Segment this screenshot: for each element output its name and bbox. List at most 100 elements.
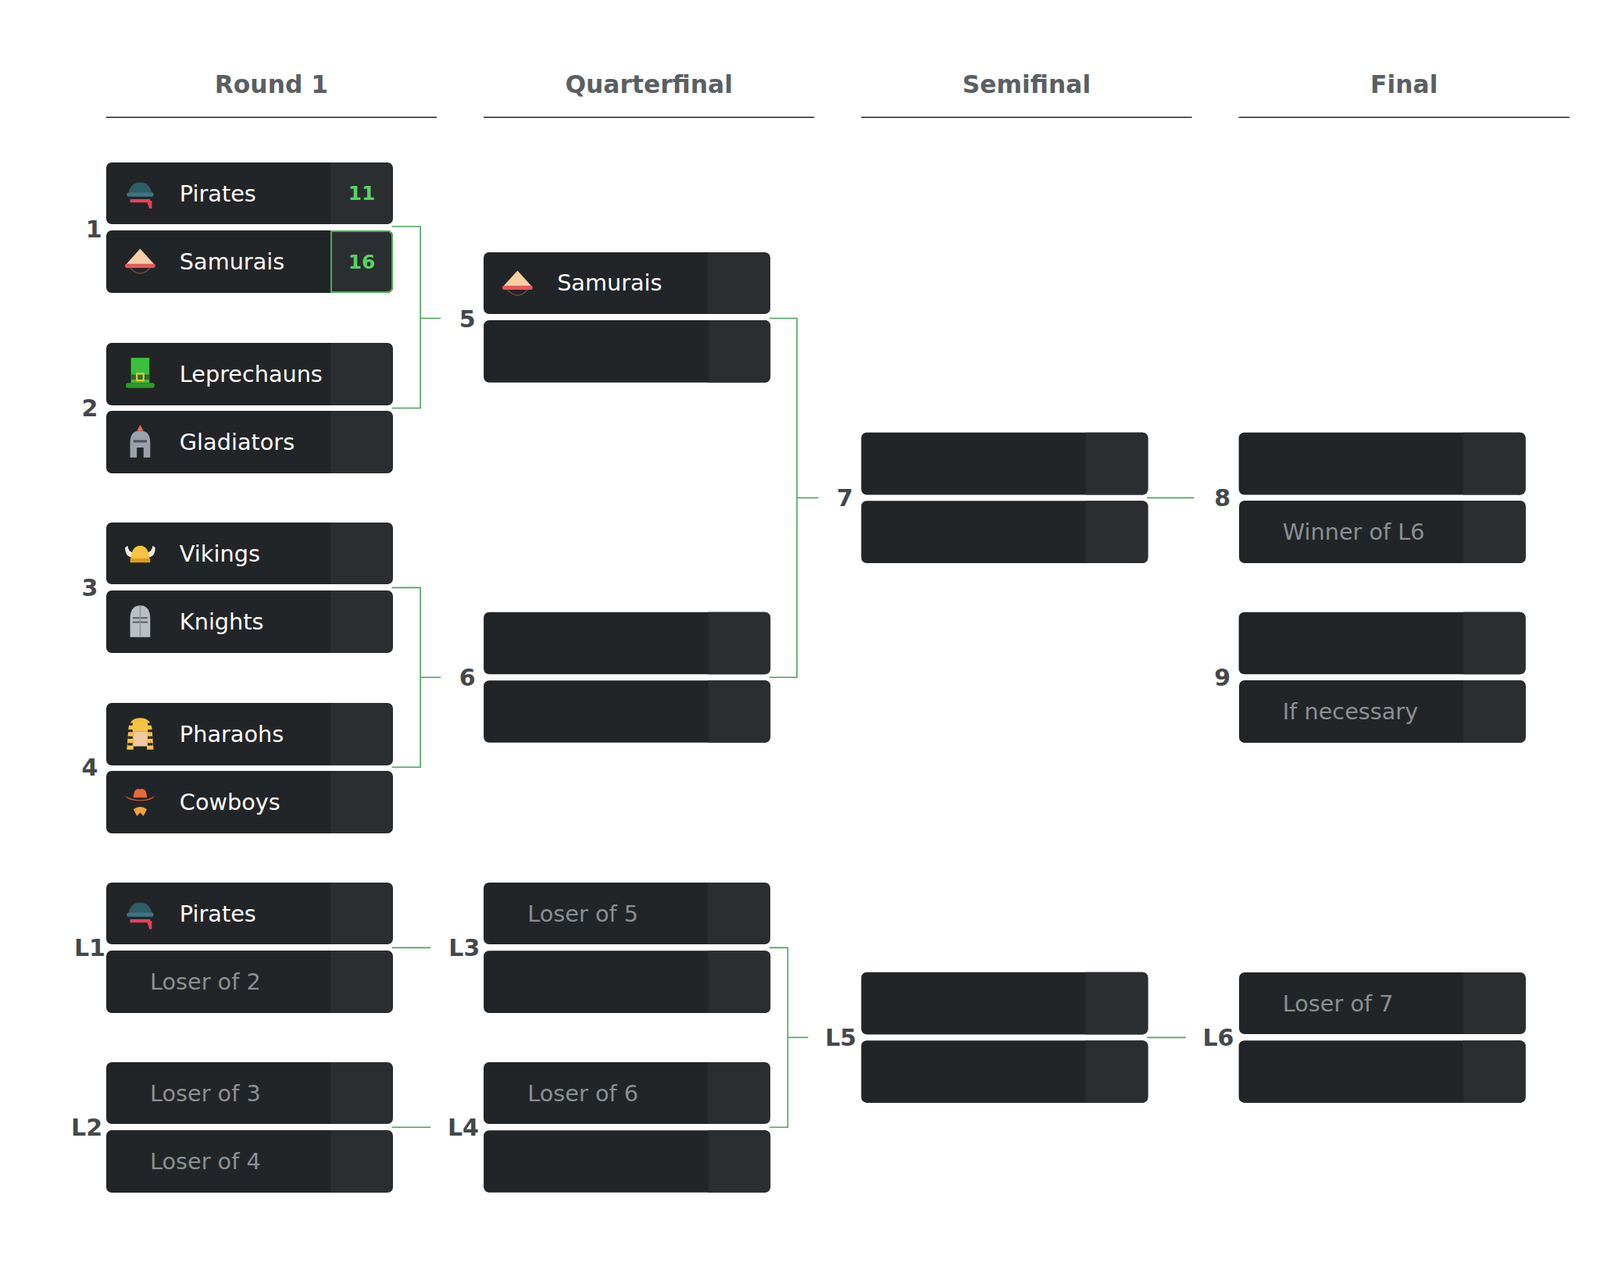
team-icon [500,265,535,300]
team-icon [123,603,158,638]
bracket-line [392,1126,432,1129]
score-cell [759,612,771,675]
plume [136,425,144,431]
team-slot: Loser of 2 [106,950,393,1014]
team-slot: Gladiators [106,410,393,474]
slot-body [860,432,1148,496]
match-number: L4 [447,1114,479,1142]
bracket-line [796,497,818,500]
score-cell [759,950,771,1014]
hat-band [131,374,150,379]
round-header: Round 1 [214,70,329,99]
score-cell [707,950,765,1014]
team-name: Leprechauns [179,360,323,388]
team-name: Gladiators [179,428,295,456]
icon-art [130,425,151,458]
bracket-line [769,318,797,679]
slot-body [483,680,771,743]
team-name: Pirates [179,180,257,208]
team-slot: If necessary [1239,680,1526,743]
match-number: 2 [81,394,98,422]
placeholder-text: Loser of 2 [150,968,261,996]
score-cell [1085,1040,1143,1104]
stripe [147,729,153,733]
icon-art [502,270,533,296]
score-cell [707,320,765,383]
helmet-ridge [139,605,142,638]
score-cell [707,612,765,675]
team-slot: Samurais 16 [106,230,393,293]
hat-brim [125,382,154,388]
header-rule [106,116,437,118]
header-rule [860,116,1192,118]
team-slot: Leprechauns [106,342,393,406]
hat-string [130,267,151,274]
stripe [147,736,153,740]
score-cell [1085,500,1143,564]
hat-brim [126,912,154,917]
empty-slot [1239,612,1526,675]
team-slot: Cowboys [106,771,393,834]
match-number: L5 [825,1024,857,1052]
team-icon [123,716,158,750]
team-slot: Pharaohs [106,703,393,766]
slot-body [483,950,771,1014]
pharaoh-headdress [126,717,154,750]
team-slot: Loser of 4 [106,1130,393,1193]
score-cell [1514,432,1526,496]
team-slot: Loser of 6 [483,1062,771,1125]
team-slot: Loser of 3 [106,1062,393,1125]
bracket-line [392,226,422,408]
score-cell [707,1130,765,1193]
score-cell [1463,612,1521,675]
moustache [133,807,147,817]
slot-body [860,500,1148,564]
bracket-line [392,947,432,950]
icon-art [126,182,154,209]
stripe [127,742,133,746]
round-header: Semifinal [962,70,1092,99]
bracket-line [420,676,441,679]
score: 16 [330,230,393,293]
match-number: 4 [81,753,98,782]
match-number: 5 [459,304,476,333]
slot-body [1239,432,1526,496]
bracket-line [1146,497,1194,500]
match-number: 1 [85,214,103,243]
buckle [136,373,144,381]
placeholder-text: Loser of 7 [1282,990,1394,1018]
score-cell [759,1130,771,1193]
header-rule [483,116,815,118]
match-number: 9 [1214,664,1231,692]
icon-art [125,357,154,389]
pirate-hat [128,182,152,194]
stripe [147,742,153,746]
placeholder-text: Loser of 4 [150,1148,261,1175]
slot-body [483,1130,771,1193]
match-number: 7 [836,484,854,512]
score-cell [1514,612,1526,675]
slot-body [483,612,771,675]
score-cell [1136,500,1148,564]
face [133,731,147,747]
team-name: Vikings [179,540,261,568]
team-slot: Samurais [483,252,771,315]
stripe [127,736,133,740]
placeholder-text: Loser of 6 [527,1080,639,1108]
team-icon [123,243,158,278]
slot-body [860,1040,1148,1104]
icon-art [130,605,151,638]
icon-art [126,717,154,750]
hat-string [507,289,529,296]
hat-brim [125,796,156,801]
team-icon [123,175,158,210]
round-header: Quarterfinal [564,70,733,99]
bracket-line [787,1037,808,1040]
hat-band [502,285,533,290]
score-cell [1085,432,1143,496]
hat-brim [126,192,154,197]
team-slot: Knights [106,590,393,654]
team-name: Samurais [179,248,285,275]
samurai-hat [502,270,533,287]
